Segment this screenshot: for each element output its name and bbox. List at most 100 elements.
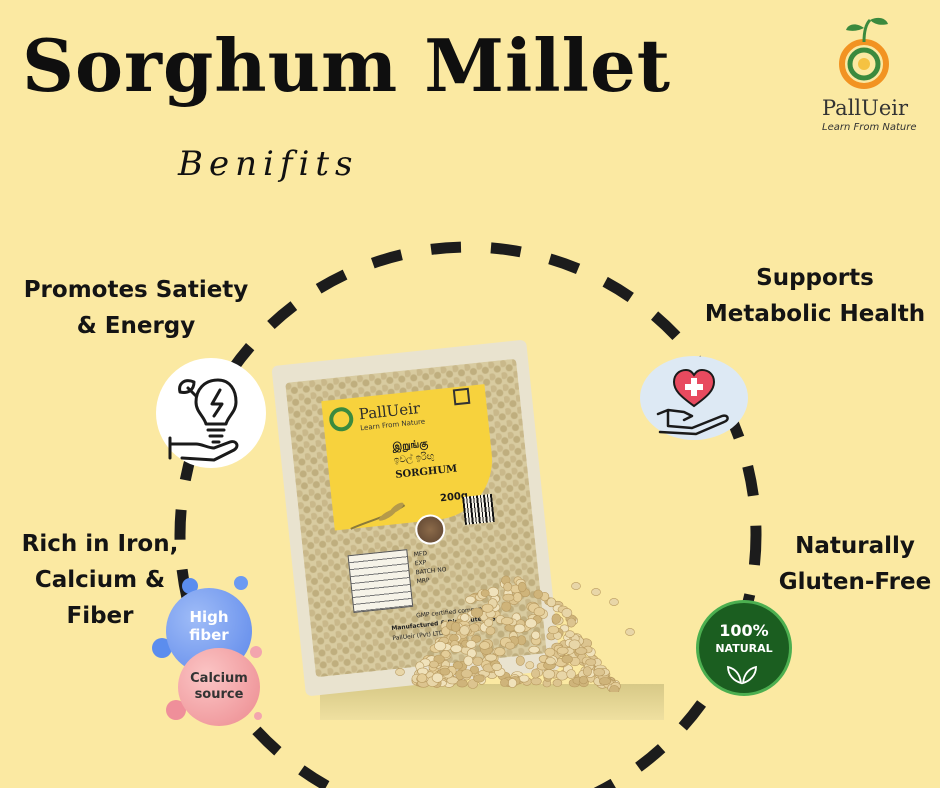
sorghum-seed [552, 679, 563, 687]
sorghum-seed [609, 685, 620, 692]
benefit-metabolic: Supports Metabolic Health [690, 260, 940, 332]
sorghum-seed [518, 674, 530, 683]
sorghum-seed [500, 678, 509, 687]
sorghum-seed [575, 647, 588, 655]
benefit-gluten-free-line1: Naturally [795, 533, 915, 559]
benefit-metabolic-line1: Supports [756, 265, 874, 291]
package-product-name: SORGHUM [394, 463, 458, 481]
sorghum-seed [513, 592, 523, 603]
sorghum-seed [585, 658, 597, 666]
package-sinhala: ඉවල් ඉරිඟු [393, 451, 435, 466]
barcode [462, 493, 495, 525]
sorghum-seed [533, 607, 545, 617]
sorghum-seed [517, 581, 527, 593]
page-title: Sorghum Millet [22, 23, 672, 108]
sorghum-seed [591, 588, 601, 596]
sorghum-seed [491, 662, 503, 671]
benefit-satiety-line2: & Energy [76, 313, 196, 339]
logo-name: PallUeir [822, 96, 909, 120]
leaf-sprout-icon [727, 665, 757, 685]
sorghum-seed [450, 621, 461, 632]
sorghum-seed [551, 613, 562, 624]
benefit-gluten-free-line2: Gluten-Free [778, 569, 932, 595]
sorghum-seed-pile [395, 575, 635, 692]
sorghum-seed [500, 617, 514, 625]
sorghum-seed [429, 660, 439, 669]
sorghum-seed [531, 630, 541, 640]
benefit-minerals-line1: Rich in Iron, [21, 531, 179, 557]
sorghum-seed [395, 668, 405, 676]
lightbulb-badge [156, 358, 266, 468]
sorghum-seed [513, 623, 526, 634]
sorghum-seed [599, 677, 611, 685]
sorghum-seed [484, 653, 498, 662]
sorghum-seed [473, 674, 485, 683]
sorghum-seed [545, 657, 556, 666]
sorghum-seed [465, 595, 476, 604]
sorghum-seed [433, 641, 447, 652]
sorghum-seed [546, 597, 557, 608]
sorghum-seed [504, 641, 516, 650]
sorghum-seed [547, 625, 559, 635]
bubble-decoration [150, 574, 270, 734]
sorghum-seed [484, 618, 494, 627]
sorghum-seed [556, 646, 569, 655]
natural-badge-percent: 100% [719, 621, 769, 640]
sorghum-seed [494, 647, 506, 657]
sorghum-seed [507, 678, 517, 688]
sorghum-seed [480, 589, 490, 597]
sorghum-seed [460, 669, 473, 679]
sorghum-seed [566, 617, 576, 628]
sorghum-seed [579, 675, 588, 685]
sorghum-seed [568, 639, 581, 650]
benefit-satiety: Promotes Satiety & Energy [6, 272, 266, 344]
sorghum-seed [561, 608, 573, 618]
product-package: PallUeir Learn From Nature இறுங்கு ඉවල් … [271, 339, 561, 697]
benefit-satiety-line1: Promotes Satiety [23, 277, 249, 303]
package-tamil: இறுங்கு [391, 438, 429, 454]
heart-hand-icon [656, 368, 729, 436]
benefit-metabolic-line2: Metabolic Health [704, 301, 926, 327]
sorghum-seed [463, 655, 474, 666]
grain-stalk-icon [350, 502, 406, 530]
calcium-bubble-line2: source [194, 687, 244, 702]
sorghum-seed [501, 601, 512, 612]
sorghum-seed [467, 679, 479, 689]
benefit-gluten-free: Naturally Gluten-Free [770, 528, 940, 600]
sorghum-seed [485, 626, 496, 636]
sorghum-seed [515, 655, 525, 666]
sorghum-seed [479, 641, 491, 650]
sorghum-seed [531, 668, 540, 679]
sorghum-seed [561, 654, 573, 664]
sorghum-seed [439, 667, 451, 676]
sorghum-seed [431, 672, 444, 683]
brand-logo: PallUeir Learn From Nature [818, 14, 934, 138]
natural-badge-label: NATURAL [715, 642, 773, 655]
benefit-minerals-line2: Calcium & Fiber [34, 567, 166, 629]
sorghum-seed [469, 665, 479, 674]
sorghum-seed [471, 635, 482, 643]
sorghum-seed [528, 645, 540, 654]
sorghum-seed [481, 603, 494, 613]
sorghum-seed [460, 613, 470, 622]
sorghum-seed [452, 661, 463, 670]
sorghum-seed [582, 666, 592, 677]
sorghum-seed [471, 607, 484, 618]
sorghum-seed [593, 668, 605, 677]
spiral-sprout-icon [839, 17, 889, 89]
sorghum-seed [465, 640, 477, 649]
page-subtitle: Benifits [178, 144, 359, 184]
sorghum-seed [542, 669, 556, 680]
sorghum-seed [416, 673, 428, 683]
sorghum-seed [556, 670, 568, 681]
sorghum-seed [565, 630, 575, 638]
heart-badge [640, 356, 748, 440]
natural-badge: 100% NATURAL [696, 600, 792, 696]
sorghum-seed [487, 586, 500, 597]
calcium-bubble-line1: Calcium [190, 671, 248, 686]
sorghum-seed [456, 679, 468, 688]
fiber-bubble-line1: High [189, 608, 229, 626]
sorghum-seed [609, 598, 619, 606]
sorghum-seed [502, 593, 515, 602]
